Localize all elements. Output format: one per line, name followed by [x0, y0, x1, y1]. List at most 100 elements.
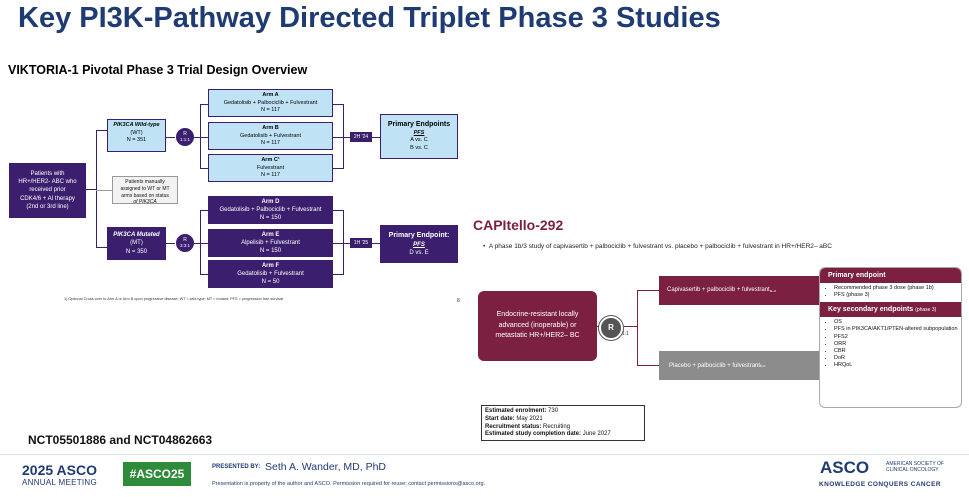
arm-n: N = 150 [259, 248, 282, 255]
list-item: Recommended phase 3 dose (phase 1b) [834, 285, 961, 292]
connector [637, 290, 659, 291]
arm-d-box: Arm D Gedatolisib + Palbociclib + Fulves… [208, 196, 333, 224]
randomization-wt: R 1:1:1 [176, 128, 194, 146]
bullet-text: A phase 1b/3 study of capivasertib + pal… [488, 243, 832, 250]
asco-annual-logo: 2025 ASCO [22, 462, 97, 478]
connector [200, 210, 201, 275]
primary-endpoint-header: Primary endpoint [820, 268, 961, 283]
arm-name: Arm A [262, 92, 279, 98]
patients-line: received prior [29, 187, 66, 194]
rand-ratio: 1:1:1 [179, 137, 190, 143]
patients-line: HR+/HER2- ABC who [18, 179, 77, 186]
arm-name: Arm F [261, 262, 280, 269]
arm-a-box: Arm A Gedatolisib + Palbociclib + Fulves… [208, 89, 333, 117]
nct-numbers: NCT05501886 and NCT04862663 [28, 433, 213, 447]
arm-sup: a–c [769, 287, 777, 293]
connector [96, 247, 107, 248]
arm-name: Arm D [261, 198, 280, 205]
enrollment-value: June 2027 [582, 431, 611, 438]
hashtag-badge: #ASCO25 [123, 462, 191, 486]
list-item: HRQoL [834, 362, 961, 369]
enrollment-key: Estimated enrolment: [485, 408, 547, 414]
arm-b-box: Arm B Gedatolisib + Fulvestrant N = 117 [208, 122, 333, 150]
connector [200, 104, 208, 105]
note-line: arms based on status [121, 192, 169, 199]
endpoint-line: B vs. C [410, 145, 428, 152]
annual-meeting-label: ANNUAL MEETING [22, 478, 98, 487]
connector [166, 137, 175, 138]
connector [624, 326, 637, 327]
list-item: PFS in PIK3CA/AKT1/PTEN-altered subpopul… [834, 326, 961, 333]
list-item: CBR [834, 348, 961, 355]
randomization-circle: R [599, 316, 623, 340]
note-line: of PIK3CA [133, 199, 157, 206]
viktoria-footnote: 1) Optional Cross-over to Arm A or Arm B… [64, 297, 284, 301]
arm-c-box: Arm C¹ Fulvestrant N = 117 [208, 154, 333, 182]
enrollment-row: Estimated study completion date: June 20… [485, 431, 641, 439]
asco-logo: ASCO [820, 458, 870, 477]
arm-f-box: Arm F Gedatolisib + Fulvestrant N = 50 [208, 260, 333, 288]
arm-regimen: Gedatolisib + Palbociclib + Fulvestrant [219, 206, 322, 213]
connector [194, 137, 200, 138]
property-notice: Presentation is property of the author a… [212, 481, 486, 487]
secondary-endpoint-list: OS PFS in PIK3CA/AKT1/PTEN-altered subpo… [820, 319, 961, 369]
arm-name: Arm E [261, 231, 280, 238]
endpoint-line: D vs. E [409, 249, 429, 256]
secondary-endpoint-header: Key secondary endpoints (phase 3) [820, 302, 961, 318]
rand-ratio: 3:3:1 [179, 243, 190, 249]
timing-wt: 2H '24 [350, 132, 372, 142]
connector [333, 168, 343, 169]
connector [200, 137, 208, 138]
arm-regimen: Gedatolisib + Palbociclib + Fulvestrant [223, 99, 318, 106]
endpoints-panel: Primary endpoint Recommended phase 3 dos… [819, 267, 962, 408]
connector [333, 137, 343, 138]
enrollment-row: Start date: May 2021 [485, 416, 641, 424]
list-item: ORR [834, 341, 961, 348]
wt-label: PIK3CA Wild-type [113, 122, 160, 128]
arm-name: Arm B [262, 125, 279, 131]
enrollment-box: Estimated enrolment: 730 Start date: May… [481, 405, 645, 441]
connector [637, 365, 659, 366]
society-line: CLINICAL ONCOLOGY [886, 467, 939, 474]
rand-label: R [183, 131, 187, 138]
randomization-mt: R 3:3:1 [176, 234, 194, 252]
arm-regimen: Gedatolisib + Fulvestrant [240, 132, 301, 139]
endpoint-title: Primary Endpoint: [388, 232, 450, 240]
arm-name: Arm C¹ [261, 157, 280, 163]
note-line: assigned to WT or MT [120, 185, 170, 192]
connector [333, 274, 343, 275]
connector [200, 274, 208, 275]
endpoint-line: A vs. C [410, 137, 428, 144]
list-item: OS [834, 319, 961, 326]
arm-n: N = 117 [260, 140, 280, 147]
mt-n: N = 350 [125, 248, 148, 255]
endpoint-mt-box: Primary Endpoint: PFS D vs. E [380, 225, 458, 263]
page-mark: 8 [457, 298, 460, 304]
capitello-title: CAPItello-292 [473, 217, 564, 233]
enrollment-row: Estimated enrolment: 730 [485, 408, 641, 416]
arm-n: N = 50 [261, 279, 280, 286]
connector [200, 243, 208, 244]
patients-box: Patients with HR+/HER2- ABC who received… [9, 163, 86, 218]
society-line: AMERICAN SOCIETY OF [886, 461, 944, 467]
viktoria-heading: VIKTORIA-1 Pivotal Phase 3 Trial Design … [8, 63, 308, 77]
patients-line: (2nd or 3rd line) [26, 203, 69, 210]
connector [200, 104, 201, 169]
connector [200, 168, 208, 169]
patients-line: Patients with [30, 171, 65, 178]
endpoint-pfs: PFS [413, 129, 425, 136]
endpoint-pfs: PFS [413, 241, 425, 248]
endpoint-title: Primary Endpoints [387, 121, 451, 128]
presented-by-label: PRESENTED BY: [212, 464, 261, 470]
mt-label: PIK3CA Mutated [113, 232, 160, 239]
population-box: Endocrine-resistant locally advanced (in… [478, 291, 597, 361]
timing-mt: 1H '25 [350, 238, 372, 248]
enrollment-value: 730 [548, 408, 559, 414]
enrollment-value: Recruiting [543, 423, 571, 430]
arm-regimen: Gedatolisib + Fulvestrant [237, 270, 304, 277]
connector [86, 189, 96, 190]
mt-cohort-box: PIK3CA Mutated (MT) N = 350 [107, 227, 166, 260]
assignment-note: Patients manually assigned to WT or MT a… [112, 176, 178, 206]
arm-regimen: Alpelisib + Fulvestrant [241, 239, 300, 246]
